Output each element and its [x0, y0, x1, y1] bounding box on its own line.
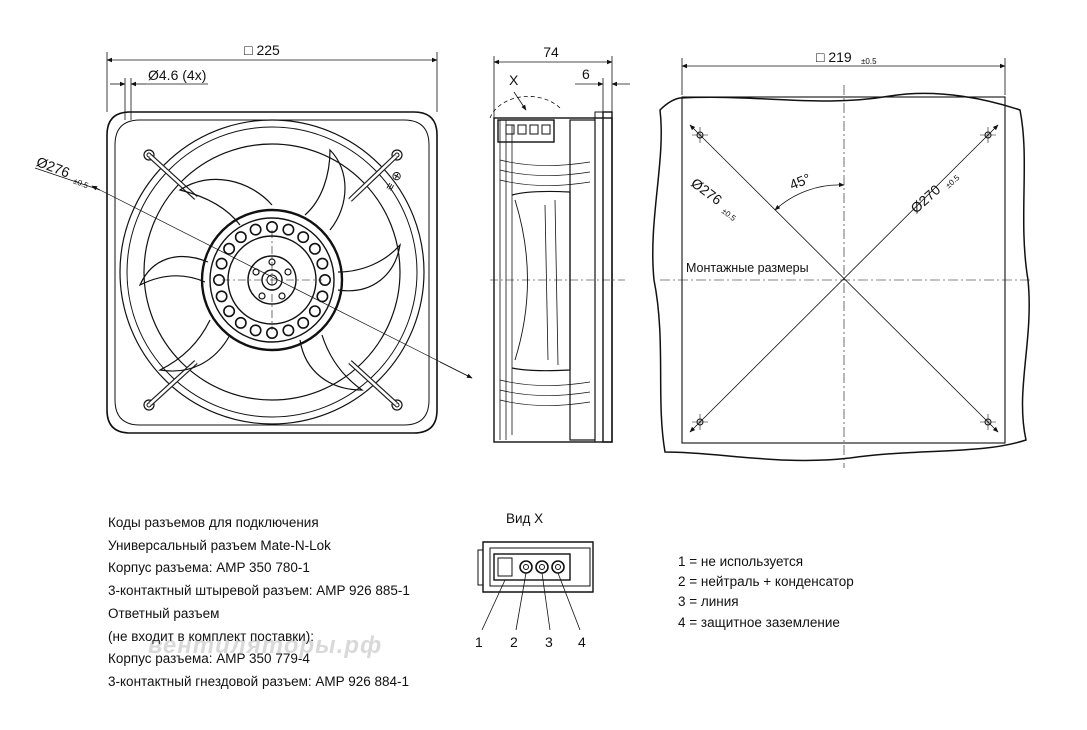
rotor-vent-hole	[249, 324, 262, 337]
pin-legend-item: 2 = нейтраль + конденсатор	[678, 574, 854, 590]
mounting-view	[652, 58, 1030, 468]
rotor-vent-hole	[308, 242, 321, 255]
pin-label-2: 2	[510, 634, 518, 650]
rotor-vent-hole	[316, 257, 329, 270]
front-view: ≡ ⊕	[34, 52, 473, 434]
rotor-vent-hole	[308, 305, 321, 318]
mount-diameter-270-tolerance: ±0.5	[944, 173, 962, 190]
pin-legend-item: 1 = не используется	[678, 554, 804, 569]
rotor-vent-hole	[282, 324, 295, 337]
connector-view-x	[477, 541, 594, 631]
rotor-vent-hole	[223, 242, 236, 255]
pin-label-4: 4	[578, 634, 586, 650]
pin-legend-item: 3 = линия	[678, 594, 739, 610]
rotor-vent-hole	[282, 223, 295, 236]
connector-codes: Коды разъемов для подключения Универсаль…	[108, 512, 410, 694]
connector-codes-line: Корпус разъема: AMP 350 780-1	[108, 560, 310, 576]
mount-square-tolerance: ±0.5	[861, 57, 877, 66]
rotor-vent-hole	[234, 231, 247, 244]
mount-caption: Монтажные размеры	[686, 261, 809, 275]
rotor-vent-hole	[215, 257, 228, 270]
rotor-vent-hole	[215, 290, 228, 303]
view-x-title: Вид X	[506, 511, 544, 526]
connector-codes-line: (не входит в комплект поставки):	[108, 628, 314, 644]
mount-diameter-276-tolerance: ±0.5	[720, 206, 738, 223]
rotor-vent-hole	[234, 316, 247, 329]
rotor-vent-hole	[223, 305, 236, 318]
pin-label-1: 1	[475, 634, 483, 650]
rotor-vent-hole	[297, 316, 310, 329]
view-x-marker: X	[509, 72, 519, 88]
rotor-vent-hole	[297, 231, 310, 244]
connector-codes-line: 3-контактный штыревой разъем: AMP 926 88…	[108, 583, 410, 599]
hub-screw	[278, 292, 286, 300]
connector-codes-line: Коды разъемов для подключения	[108, 515, 319, 530]
side-view	[489, 56, 630, 443]
front-diameter-label: Ø276	[34, 153, 72, 180]
connector-codes-line: 3-контактный гнездовой разъем: AMP 926 8…	[108, 673, 409, 689]
mount-square-label: □ 219	[816, 49, 852, 65]
connector-codes-line: Универсальный разъем Mate-N-Lok	[108, 537, 331, 553]
flange-dimension-label: 6	[582, 66, 590, 82]
hole-dimension-label: Ø4.6 (4x)	[148, 67, 206, 83]
mount-diameter-276-label: Ø276	[688, 175, 725, 209]
hub-screw	[258, 292, 266, 300]
watermark: вентиляторы.рф	[148, 632, 383, 659]
connector-codes-line: Ответный разъем	[108, 605, 220, 621]
rotor-vent-hole	[249, 223, 262, 236]
pin-legend: 1 = не используется 2 = нейтраль + конде…	[678, 552, 854, 633]
angle-label: 45°	[787, 170, 813, 193]
rotor-vent-hole	[316, 290, 329, 303]
pin-label-3: 3	[545, 634, 553, 650]
connector-codes-line: Корпус разъема: AMP 350 779-4	[108, 651, 310, 667]
hub-screw	[284, 268, 292, 276]
width-dimension-label: □ 225	[244, 42, 280, 58]
pin-legend-item: 4 = защитное заземление	[678, 614, 840, 630]
mount-diameter-270-label: Ø270	[907, 181, 943, 216]
depth-dimension-label: 74	[543, 44, 559, 60]
front-diameter-tolerance: ±0.5	[72, 176, 90, 190]
